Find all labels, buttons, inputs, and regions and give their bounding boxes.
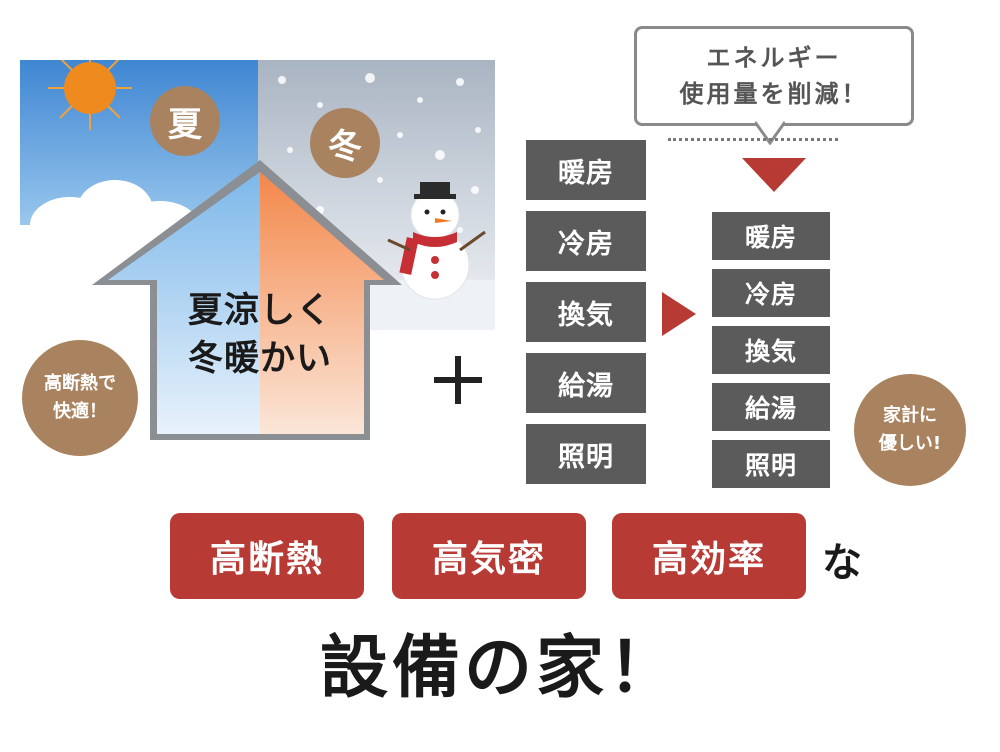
- after-list: 暖房 冷房 換気 給湯 照明: [712, 212, 830, 490]
- snowflakes-icon: [270, 73, 481, 233]
- scene-illustration: [20, 48, 495, 440]
- tag-suffix: な: [822, 540, 862, 586]
- energy-callout: エネルギー 使用量を削減！: [634, 26, 914, 126]
- headline: 設備の家！: [319, 629, 680, 708]
- before-item-heating: 暖房: [526, 140, 646, 200]
- tag-high-insulation: 高断熱: [170, 513, 364, 599]
- budget-badge: 家計に 優しい!: [854, 374, 966, 486]
- before-item-ventilation: 換気: [526, 282, 646, 342]
- before-item-cooling: 冷房: [526, 211, 646, 271]
- before-item-hot-water: 給湯: [526, 353, 646, 413]
- sun-icon: [48, 48, 132, 130]
- house-icon: [92, 160, 402, 440]
- plus-icon: [428, 350, 488, 410]
- snowman-icon: [387, 182, 486, 300]
- callout-line1: エネルギー: [706, 44, 842, 72]
- summer-badge: 夏: [150, 86, 220, 156]
- after-item-ventilation: 換気: [712, 326, 830, 374]
- callout-tail: [753, 119, 787, 146]
- season-scene: 夏 冬 夏涼しく 冬暖かい: [20, 48, 495, 440]
- after-item-hot-water: 給湯: [712, 383, 830, 431]
- tag-high-airtightness: 高気密: [392, 513, 586, 599]
- right-arrow-icon: [662, 292, 698, 336]
- winter-badge: 冬: [310, 108, 380, 178]
- after-item-cooling: 冷房: [712, 269, 830, 317]
- before-list: 暖房 冷房 換気 給湯 照明: [526, 140, 646, 486]
- tag-high-efficiency: 高効率: [612, 513, 806, 599]
- comfort-badge: 高断熱で 快適！: [22, 340, 138, 456]
- after-item-lighting: 照明: [712, 440, 830, 488]
- after-item-heating: 暖房: [712, 212, 830, 260]
- house-text-line1: 夏涼しく: [187, 291, 332, 331]
- callout-dotted-line: [668, 138, 838, 145]
- down-arrow-icon: [742, 158, 806, 192]
- callout-line2: 使用量を削減！: [679, 80, 869, 108]
- house-text-line2: 冬暖かい: [187, 339, 332, 379]
- before-item-lighting: 照明: [526, 424, 646, 484]
